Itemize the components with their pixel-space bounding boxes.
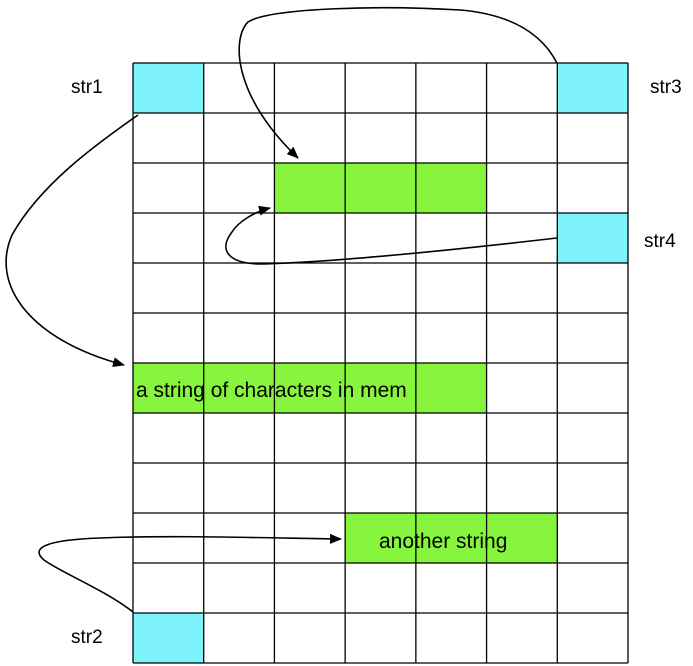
main-string-block — [133, 363, 486, 413]
str3-arrow — [238, 6, 558, 159]
str1-pointer-cell — [133, 63, 204, 113]
short-string-block — [274, 163, 486, 213]
highlighted-cells — [133, 63, 628, 663]
memory-grid — [132, 62, 629, 664]
str4-arrow — [225, 205, 558, 265]
str1-arrow — [5, 114, 139, 367]
str2-label: str2 — [71, 627, 103, 648]
str4-label: str4 — [644, 231, 676, 252]
main-string-text: a string of characters in mem — [136, 379, 407, 402]
str2-arrow — [38, 533, 342, 613]
str2-pointer-cell — [133, 613, 204, 663]
pointer-arrows — [5, 6, 558, 613]
str4-pointer-cell — [557, 213, 628, 263]
another-string-block — [345, 513, 557, 563]
str3-label: str3 — [650, 77, 682, 98]
another-string-text: another string — [379, 530, 507, 553]
str1-label: str1 — [71, 77, 103, 98]
str3-pointer-cell — [557, 63, 628, 113]
